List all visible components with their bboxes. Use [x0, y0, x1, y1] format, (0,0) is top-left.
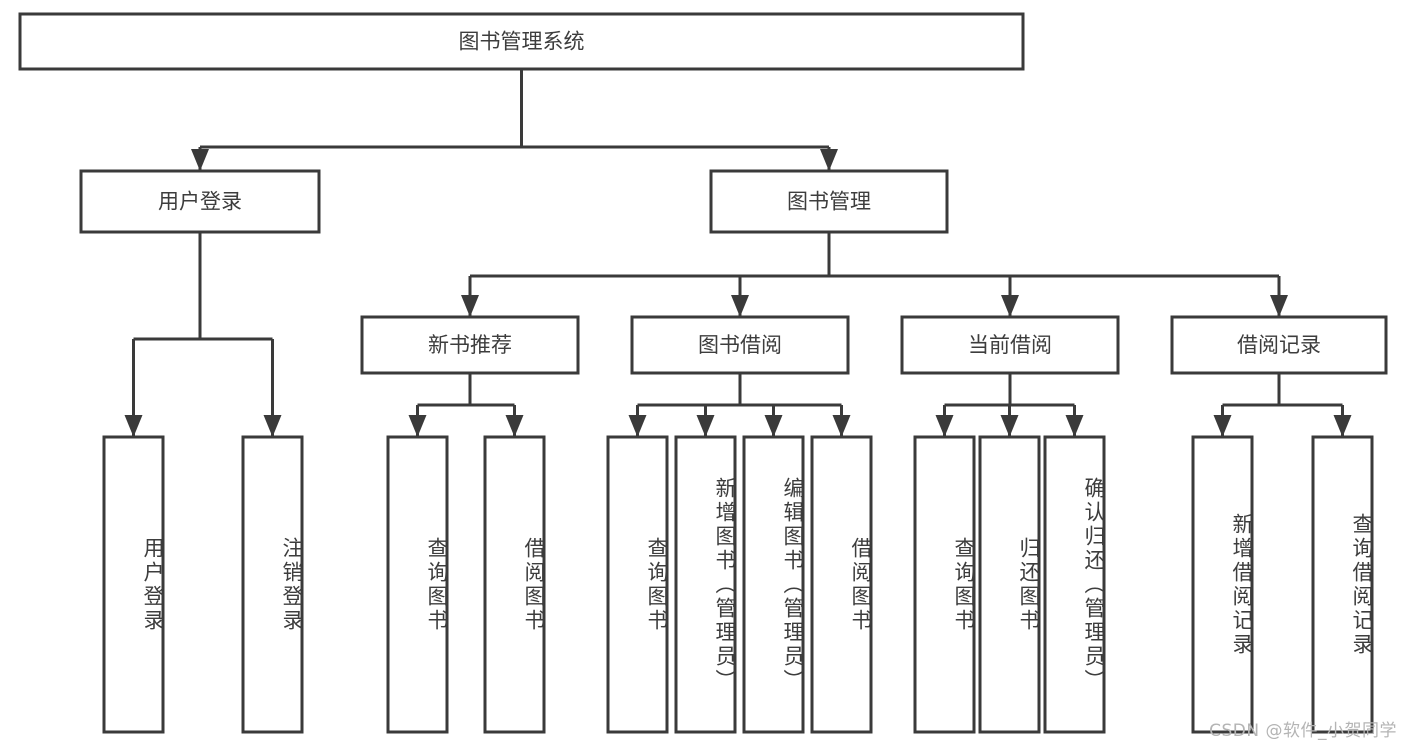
- edge-arrowhead: [1001, 295, 1019, 317]
- node-box-leaf-query-record[interactable]: [1311, 435, 1374, 734]
- edge-arrowhead: [263, 415, 282, 437]
- node-box-new-book-rec[interactable]: [360, 315, 580, 375]
- node-box-leaf-add-book[interactable]: [674, 435, 737, 734]
- node-label-root: 图书管理系统: [459, 30, 585, 54]
- edge-arrowhead: [731, 295, 749, 317]
- connector-layer: [124, 69, 1352, 437]
- edge-arrowhead: [1065, 415, 1084, 437]
- edge-arrowhead: [764, 415, 783, 437]
- edge-arrowhead: [1213, 415, 1232, 437]
- node-box-leaf-add-record[interactable]: [1191, 435, 1254, 734]
- node-box-leaf-borrow-book-new[interactable]: [483, 435, 546, 734]
- node-box-borrow-record[interactable]: [1170, 315, 1388, 375]
- edge-arrowhead: [696, 415, 715, 437]
- node-label-user-login: 用户登录: [158, 190, 242, 214]
- node-box-book-manage[interactable]: [709, 169, 949, 234]
- node-label-new-book-rec: 新书推荐: [428, 333, 512, 357]
- edge-arrowhead: [124, 415, 143, 437]
- edge-arrowhead: [1270, 295, 1288, 317]
- node-box-leaf-query-book-borrow[interactable]: [606, 435, 669, 734]
- edge-arrowhead: [820, 149, 838, 171]
- edge-arrowhead: [628, 415, 647, 437]
- node-label-borrow-record: 借阅记录: [1237, 333, 1321, 357]
- csdn-watermark: CSDN @软件_小贺同学: [1209, 721, 1397, 741]
- edge-arrowhead: [1333, 415, 1352, 437]
- node-box-user-login[interactable]: [79, 169, 321, 234]
- edge-arrowhead: [832, 415, 851, 437]
- edge-arrowhead: [191, 149, 209, 171]
- edge-arrowhead: [408, 415, 427, 437]
- node-box-root[interactable]: [18, 12, 1025, 71]
- node-label-book-borrow: 图书借阅: [698, 333, 782, 357]
- node-label-book-manage: 图书管理: [787, 190, 871, 214]
- node-box-leaf-confirm-return[interactable]: [1043, 435, 1106, 734]
- node-box-leaf-query-book-new[interactable]: [386, 435, 449, 734]
- edge-arrowhead: [505, 415, 524, 437]
- node-box-leaf-user-logout[interactable]: [241, 435, 304, 734]
- node-box-book-borrow[interactable]: [630, 315, 850, 375]
- edge-arrowhead: [1000, 415, 1019, 437]
- node-box-leaf-user-login[interactable]: [102, 435, 165, 734]
- node-box-leaf-return-book[interactable]: [978, 435, 1041, 734]
- node-box-current-borrow[interactable]: [900, 315, 1120, 375]
- edge-arrowhead: [935, 415, 954, 437]
- node-label-current-borrow: 当前借阅: [968, 333, 1052, 357]
- node-box-leaf-query-book-current[interactable]: [913, 435, 976, 734]
- edge-arrowhead: [461, 295, 479, 317]
- node-box-leaf-borrow-book[interactable]: [810, 435, 873, 734]
- node-box-leaf-edit-book[interactable]: [742, 435, 805, 734]
